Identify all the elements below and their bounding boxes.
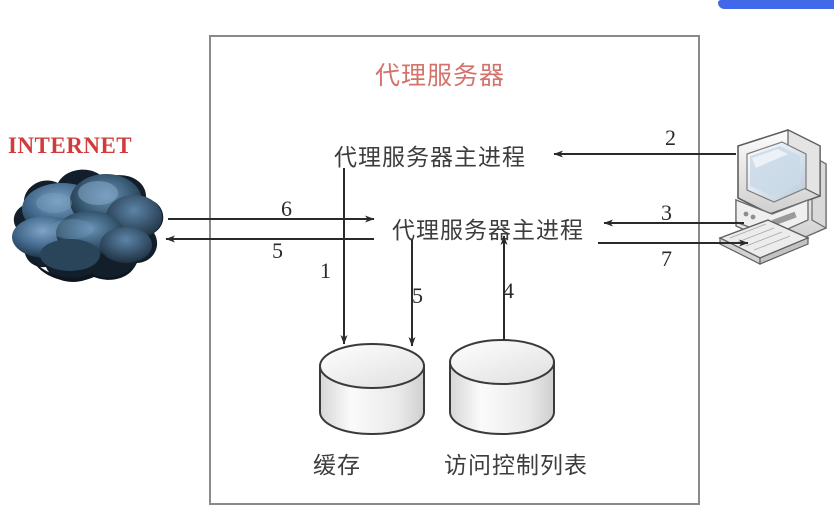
- acl-label: 访问控制列表: [444, 453, 588, 478]
- cache-cylinder-icon: [316, 340, 428, 440]
- proxy-server-boundary-box: [209, 35, 700, 505]
- proxy-main-process-label-1: 代理服务器主进程: [334, 145, 526, 170]
- cloud-icon: [2, 163, 174, 298]
- cache-label: 缓存: [313, 453, 361, 478]
- internet-label: INTERNET: [8, 133, 133, 158]
- arrow-number-5-out: 5: [272, 238, 283, 263]
- acl-cylinder-icon: [446, 336, 558, 440]
- arrow-number-4: 4: [503, 278, 514, 303]
- desktop-computer-icon: [716, 116, 834, 276]
- arrow-number-5-cache: 5: [412, 283, 423, 308]
- arrow-number-2: 2: [665, 125, 676, 150]
- proxy-server-title: 代理服务器: [375, 61, 506, 90]
- arrow-number-1: 1: [320, 258, 331, 283]
- arrow-number-3: 3: [661, 200, 672, 225]
- arrow-number-6: 6: [281, 196, 292, 221]
- top-accent-bar: [718, 0, 834, 9]
- proxy-main-process-label-2: 代理服务器主进程: [392, 218, 584, 243]
- arrow-number-7: 7: [661, 246, 672, 271]
